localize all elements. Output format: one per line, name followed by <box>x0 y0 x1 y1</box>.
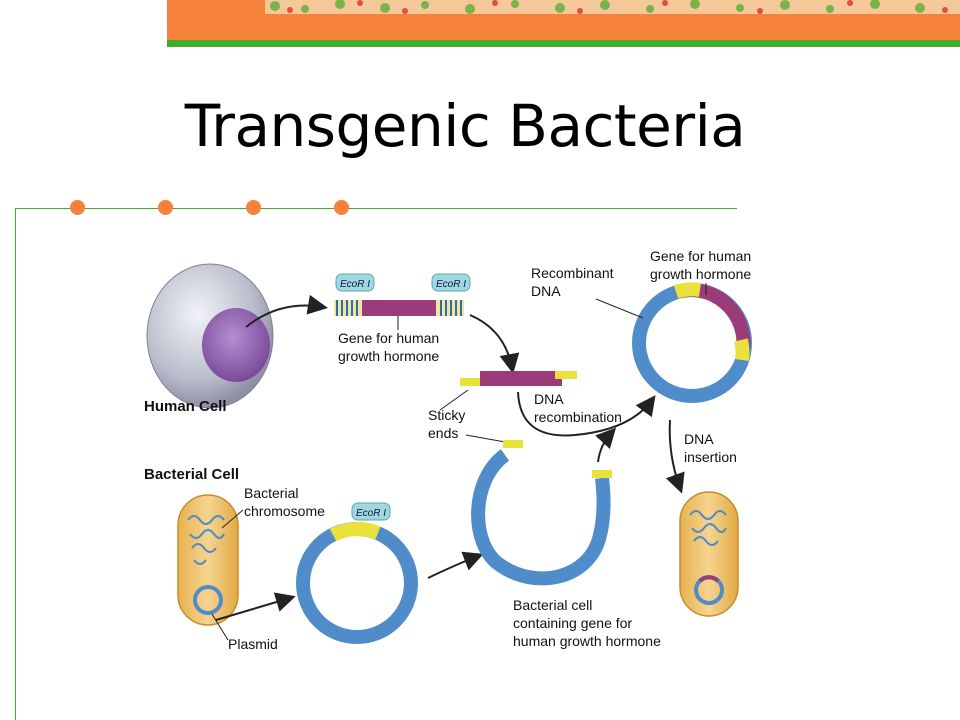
gene-label-line1: Gene for human <box>338 330 439 346</box>
arrow-insertion <box>665 419 685 494</box>
header-green-stripe <box>167 40 960 47</box>
final-bacterial-cell <box>679 491 739 617</box>
gene-top-line1: Gene for human <box>650 248 751 264</box>
extracted-plasmid <box>296 522 418 644</box>
arrow-recombination <box>517 391 656 437</box>
arrow-plasmid-extract <box>215 592 296 621</box>
ecor1-label: EcoR I <box>340 279 370 290</box>
ecor1-badge <box>431 273 471 292</box>
human-cell-illustration <box>146 263 274 409</box>
arrow-to-open-plasmid <box>427 551 484 579</box>
slide-title: Transgenic Bacteria <box>184 92 746 160</box>
ecor1-label: EcoR I <box>436 279 466 290</box>
arrow-gene-cut <box>469 314 520 374</box>
frame-left-line <box>15 208 16 720</box>
cut-gene-segment <box>460 371 577 386</box>
ecor1-label: EcoR I <box>356 508 386 519</box>
dna-insert-line2: insertion <box>684 449 737 465</box>
plasmid-small <box>193 585 223 615</box>
frame-top-line <box>15 208 737 209</box>
bullet-dot <box>158 200 173 215</box>
sticky-label-line2: ends <box>428 425 458 441</box>
bacterial-chromosome <box>187 515 225 565</box>
bullet-dot <box>334 200 349 215</box>
dna-recomb-line2: recombination <box>534 409 622 425</box>
final-label-line2: containing gene for <box>513 615 632 631</box>
gene-label-line2: growth hormone <box>338 348 439 364</box>
final-label-line3: human growth hormone <box>513 633 661 649</box>
recombinant-line2: DNA <box>531 283 561 299</box>
ecor1-badge <box>335 273 375 292</box>
plasmid-label: Plasmid <box>228 636 278 652</box>
recombinant-line1: Recombinant <box>531 265 614 281</box>
ecor1-badge <box>351 502 391 521</box>
arrow-cell-to-gene <box>245 294 328 328</box>
bullet-dot <box>246 200 261 215</box>
sticky-label-line1: Sticky <box>428 407 465 423</box>
bact-chrom-line2: chromosome <box>244 503 325 519</box>
bacterial-cell-illustration <box>177 494 239 626</box>
gene-segment <box>334 300 464 316</box>
human-cell-label: Human Cell <box>144 398 227 415</box>
bullet-dot <box>70 200 85 215</box>
inserted-gene-arc <box>674 283 751 351</box>
final-label-line1: Bacterial cell <box>513 597 592 613</box>
bact-chrom-line1: Bacterial <box>244 485 298 501</box>
dna-recomb-line1: DNA <box>534 391 564 407</box>
gene-top-line2: growth hormone <box>650 266 751 282</box>
bacterial-cell-label: Bacterial Cell <box>144 466 239 483</box>
dna-insert-line1: DNA <box>684 431 714 447</box>
header-floral-pattern <box>265 0 960 14</box>
opened-plasmid <box>471 449 611 586</box>
